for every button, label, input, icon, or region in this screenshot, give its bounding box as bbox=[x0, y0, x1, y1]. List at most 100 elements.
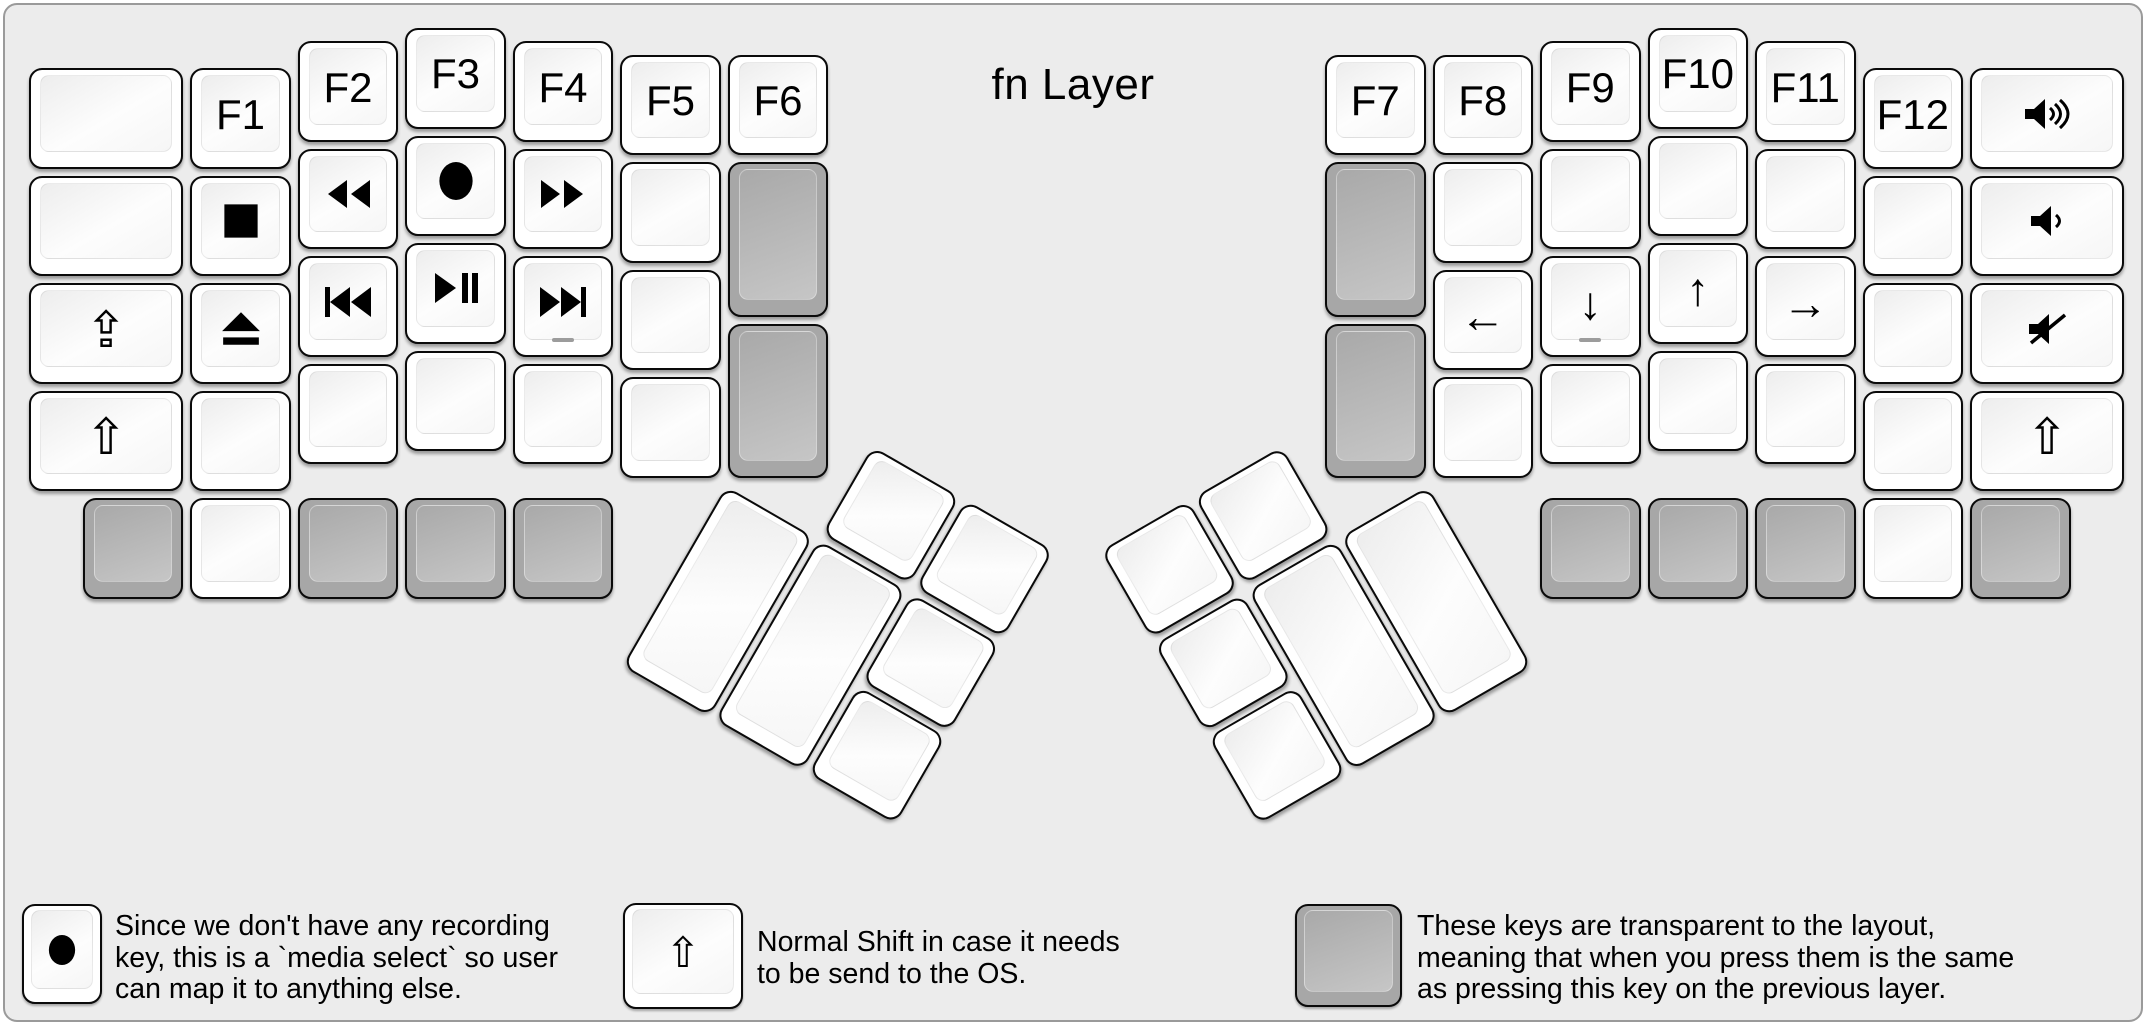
keycap-surface bbox=[1113, 512, 1220, 618]
keycap-surface bbox=[1443, 384, 1522, 461]
key-transparent bbox=[727, 162, 829, 317]
key-media-stop bbox=[190, 175, 291, 277]
key-volume-mute bbox=[1970, 283, 2125, 384]
key-blank bbox=[1755, 363, 1856, 465]
keycap-surface: F12 bbox=[1873, 75, 1952, 152]
key-shift: ⇧ bbox=[29, 390, 184, 492]
key-label: F12 bbox=[1876, 90, 1949, 138]
key-rewind bbox=[297, 148, 399, 250]
keycap-surface: F2 bbox=[308, 48, 388, 125]
key-label: F7 bbox=[1350, 77, 1400, 125]
key-blank bbox=[620, 162, 721, 263]
keycap-surface bbox=[93, 505, 173, 582]
legend-text-line: to be send to the OS. bbox=[757, 957, 1027, 990]
key-blank bbox=[620, 377, 721, 478]
keycap-surface bbox=[1551, 155, 1630, 233]
key-f6: F6 bbox=[727, 54, 829, 156]
key-f12: F12 bbox=[1862, 68, 1963, 169]
key-arrow-up: ↑ bbox=[1647, 243, 1748, 344]
keycap-surface bbox=[1336, 330, 1415, 461]
keycap-surface bbox=[1304, 910, 1393, 992]
key-transparent bbox=[297, 498, 399, 599]
key-label: F2 bbox=[323, 63, 373, 111]
play-pause-icon bbox=[433, 271, 479, 305]
key-transparent bbox=[1325, 162, 1426, 317]
keycap-surface: F11 bbox=[1766, 48, 1845, 125]
legend-text-line: These keys are transparent to the layout… bbox=[1417, 910, 1936, 942]
key-blank bbox=[1755, 148, 1856, 250]
key-label: F3 bbox=[430, 50, 480, 98]
keycap-surface bbox=[879, 605, 987, 711]
keycap-surface bbox=[308, 370, 388, 448]
key-blank bbox=[1432, 162, 1533, 263]
key-f9: F9 bbox=[1540, 41, 1641, 142]
key-f5: F5 bbox=[620, 54, 721, 156]
legend-text-line: Since we don't have any recording bbox=[115, 910, 550, 942]
keycap-surface bbox=[1766, 155, 1845, 233]
keycap-surface bbox=[523, 263, 603, 340]
keycap-surface: F1 bbox=[201, 75, 280, 152]
legend-text-line: can map it to anything else. bbox=[115, 973, 462, 1005]
keycap-surface bbox=[201, 397, 280, 475]
key-blank bbox=[1862, 175, 1963, 277]
keycap-surface bbox=[40, 182, 173, 260]
legend-text-line: meaning that when you press them is the … bbox=[1417, 941, 2015, 974]
key-label: F8 bbox=[1458, 77, 1508, 125]
key-f4: F4 bbox=[512, 41, 614, 142]
keycap-surface bbox=[631, 169, 710, 246]
keycap-surface bbox=[1981, 290, 2114, 367]
eject-icon bbox=[220, 311, 262, 347]
keycap-surface: ⇪ bbox=[40, 290, 173, 367]
key-blank bbox=[1432, 377, 1533, 478]
keycap-surface bbox=[523, 505, 603, 582]
keycap-surface: F6 bbox=[738, 61, 818, 139]
keycap-surface: → bbox=[1766, 263, 1845, 340]
key-label: F10 bbox=[1661, 50, 1734, 98]
keycap-surface bbox=[308, 263, 388, 340]
keycap-surface bbox=[1206, 458, 1313, 565]
key-media-select-record bbox=[405, 135, 506, 236]
legend-text-line: Normal Shift in case it needs bbox=[757, 926, 1120, 958]
legend-normal-shift-sample-key: ⇧ bbox=[623, 903, 743, 1009]
keycap-surface bbox=[1981, 505, 2060, 582]
key-transparent bbox=[1325, 323, 1426, 478]
record-icon bbox=[47, 933, 77, 967]
keycap-surface: F4 bbox=[523, 48, 603, 125]
keycap-surface bbox=[201, 290, 280, 367]
legend-media-select-sample-key bbox=[22, 904, 102, 1004]
key-transparent bbox=[405, 498, 506, 599]
keycap-surface bbox=[523, 370, 603, 448]
keycap-surface bbox=[1981, 182, 2114, 260]
keycap-surface: ⇧ bbox=[632, 909, 734, 994]
key-blank bbox=[405, 350, 506, 451]
key-f7: F7 bbox=[1325, 54, 1426, 156]
key-label: ⇧ bbox=[85, 409, 128, 466]
key-arrow-left: ← bbox=[1432, 269, 1533, 371]
fast-forward-icon bbox=[539, 178, 587, 210]
keycap-surface bbox=[416, 505, 495, 582]
key-blank bbox=[29, 68, 184, 169]
keycap-surface bbox=[201, 505, 280, 582]
key-shift: ⇧ bbox=[1970, 390, 2125, 492]
keycap-surface bbox=[1873, 290, 1952, 367]
keycap-surface bbox=[1766, 370, 1845, 448]
key-label: F5 bbox=[645, 77, 695, 125]
record-icon bbox=[437, 161, 475, 200]
key-blank bbox=[1647, 350, 1748, 451]
key-label: F11 bbox=[1770, 63, 1840, 111]
key-label: ⇧ bbox=[665, 928, 701, 976]
key-f3: F3 bbox=[405, 28, 506, 129]
keycap-surface bbox=[826, 698, 933, 804]
next-track-icon bbox=[538, 285, 588, 319]
keycap-surface bbox=[308, 505, 388, 582]
key-transparent bbox=[1970, 498, 2071, 599]
homing-bar-mark bbox=[552, 337, 574, 342]
key-prev-track bbox=[297, 256, 399, 357]
key-label: F4 bbox=[538, 63, 588, 111]
key-label: ↑ bbox=[1686, 263, 1710, 316]
key-blank bbox=[620, 269, 721, 371]
key-label: ← bbox=[1459, 290, 1506, 343]
keycap-surface bbox=[1221, 698, 1328, 805]
key-blank bbox=[1862, 283, 1963, 384]
